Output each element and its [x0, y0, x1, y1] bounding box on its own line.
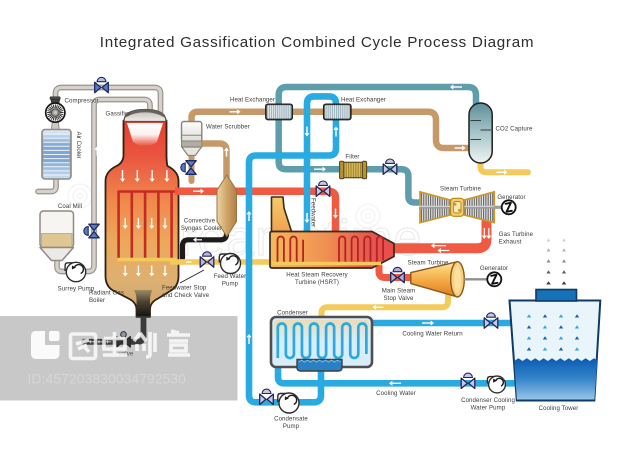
svg-text:Condenser Cooling: Condenser Cooling — [461, 397, 515, 404]
svg-text:Gas Turbine: Gas Turbine — [499, 231, 534, 238]
svg-text:Stop Valve: Stop Valve — [383, 295, 414, 302]
svg-text:Pump: Pump — [283, 423, 300, 430]
svg-text:Condensate: Condensate — [274, 415, 308, 422]
svg-text:Heat Exchanger: Heat Exchanger — [230, 97, 275, 104]
svg-text:Heat Exchanger: Heat Exchanger — [341, 97, 386, 104]
svg-text:Generator: Generator — [480, 265, 508, 272]
svg-text:Steam Turbine: Steam Turbine — [440, 185, 481, 192]
svg-text:Feedwater Stop: Feedwater Stop — [162, 285, 207, 292]
svg-text:Gassifier: Gassifier — [106, 110, 131, 117]
svg-text:ID:457203830034792530: ID:457203830034792530 — [28, 372, 187, 387]
svg-text:Radiant Gas: Radiant Gas — [89, 290, 124, 297]
svg-text:Coal Mill: Coal Mill — [58, 203, 82, 210]
svg-text:Turbine (HSRT): Turbine (HSRT) — [295, 279, 339, 286]
svg-text:Water Scrubber: Water Scrubber — [206, 124, 250, 131]
svg-text:Condenser: Condenser — [277, 309, 308, 316]
svg-text:Filter: Filter — [345, 154, 359, 161]
svg-text:Feedwater: Feedwater — [310, 198, 317, 227]
svg-text:Convective: Convective — [184, 217, 216, 224]
svg-text:Feed Water: Feed Water — [214, 273, 247, 280]
svg-text:and Check Valve: and Check Valve — [162, 292, 210, 299]
svg-text:Surrey Pump: Surrey Pump — [58, 286, 95, 293]
svg-text:Water Pump: Water Pump — [471, 404, 506, 411]
svg-text:Cooling Tower: Cooling Tower — [539, 405, 579, 412]
svg-text:Heat Steam Recovery: Heat Steam Recovery — [286, 272, 348, 279]
svg-text:Boiler: Boiler — [89, 297, 105, 304]
svg-text:Compressor: Compressor — [65, 98, 99, 105]
svg-text:Steam Turbine: Steam Turbine — [408, 259, 449, 266]
svg-text:Integrated Gassification Combi: Integrated Gassification Combined Cycle … — [100, 34, 534, 51]
svg-text:Syngas Cooler: Syngas Cooler — [181, 225, 222, 232]
svg-text:Air Cooler: Air Cooler — [75, 132, 82, 159]
svg-text:CO2 Capture: CO2 Capture — [496, 126, 534, 133]
svg-text:Exhaust: Exhaust — [499, 238, 522, 245]
svg-text:Cooling Water: Cooling Water — [376, 390, 416, 397]
svg-text:Generator: Generator — [497, 194, 525, 201]
svg-text:Cooling Water Return: Cooling Water Return — [402, 330, 462, 337]
svg-text:Pump: Pump — [222, 280, 239, 287]
svg-text:Main Steam: Main Steam — [382, 287, 416, 294]
